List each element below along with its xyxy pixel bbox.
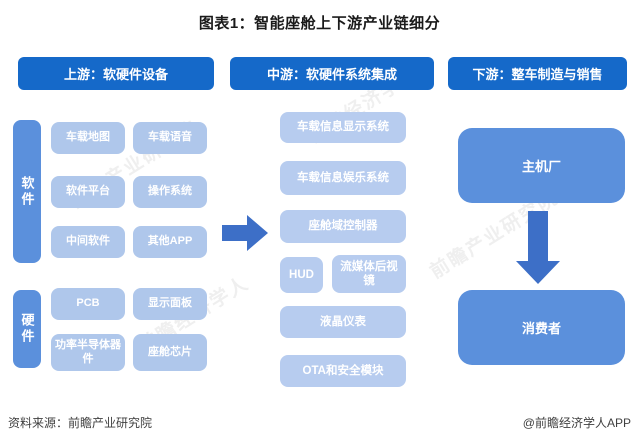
footer: 资料来源：前瞻产业研究院 @前瞻经济学人APP [8, 414, 631, 431]
midstream-item: 流媒体后视镜 [332, 255, 406, 293]
upstream-software-item: 中间软件 [51, 226, 125, 258]
header-midstream: 中游：软硬件系统集成 [230, 57, 434, 90]
upstream-software-item: 操作系统 [133, 176, 207, 208]
upstream-software-item: 车载地图 [51, 122, 125, 154]
hardware-group-label: 硬件 [13, 290, 41, 368]
right-arrow-icon [222, 215, 268, 251]
midstream-item: 车载信息娱乐系统 [280, 161, 406, 195]
diagram-title: 图表1：智能座舱上下游产业链细分 [198, 15, 441, 32]
upstream-hardware-item: 座舱芯片 [133, 334, 207, 371]
upstream-hardware-item: PCB [51, 288, 125, 320]
midstream-item: 车载信息显示系统 [280, 112, 406, 143]
software-group-label: 软件 [13, 120, 41, 263]
down-arrow-icon [516, 211, 560, 284]
credit-note: @前瞻经济学人APP [522, 416, 631, 430]
downstream-oem-box: 主机厂 [458, 128, 625, 203]
upstream-hardware-item: 功率半导体器件 [51, 334, 125, 371]
upstream-software-item: 其他APP [133, 226, 207, 258]
downstream-consumer-box: 消费者 [458, 290, 625, 365]
upstream-software-item: 车载语音 [133, 122, 207, 154]
midstream-item: 座舱域控制器 [280, 210, 406, 243]
header-downstream: 下游：整车制造与销售 [448, 57, 627, 90]
source-note: 资料来源：前瞻产业研究院 [8, 416, 153, 430]
upstream-software-item: 软件平台 [51, 176, 125, 208]
midstream-item: 液晶仪表 [280, 306, 406, 338]
midstream-item: HUD [280, 257, 323, 293]
upstream-hardware-item: 显示面板 [133, 288, 207, 320]
header-upstream: 上游：软硬件设备 [18, 57, 214, 90]
midstream-item: OTA和安全模块 [280, 355, 406, 387]
